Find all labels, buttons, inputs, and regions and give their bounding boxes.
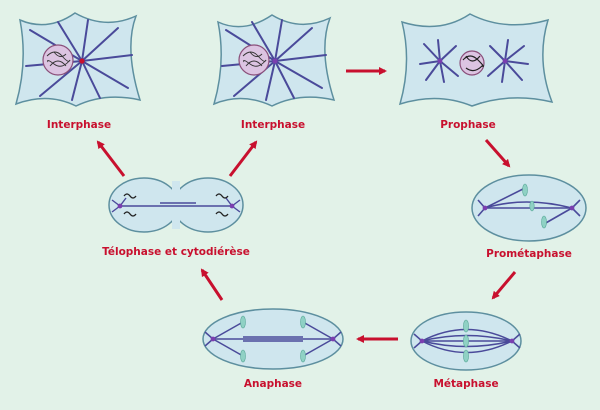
centrosome-right [509,338,515,344]
arrow-prometaphase-to-metaphase [491,271,517,300]
stage-label-interphase-2: Interphase [241,119,305,131]
cleavage-furrow [172,181,180,229]
centrosome-right [569,205,575,211]
chromatin [46,51,71,67]
cycle-arrows [96,67,517,343]
stage-label-interphase-1: Interphase [47,119,111,131]
arrow-telophase-to-interphase-1 [96,140,126,177]
arrow-telophase-to-interphase-2 [228,140,258,177]
centrosome-left [437,58,443,64]
centrosome-right [229,203,235,209]
spindle [204,321,342,357]
decondensing-chromosomes [123,193,229,217]
stage-label-anaphase: Anaphase [244,378,302,390]
aster-left [419,39,459,83]
arrow-prophase-to-prometaphase [484,139,511,168]
chromatids-separating [240,315,306,363]
cell-telophase: Télophase et cytodiérèse [102,177,250,258]
centrosome-left [210,336,216,342]
stage-label-metaphase: Métaphase [433,378,498,390]
cell-prophase: Prophase [398,13,554,131]
stage-label-telophase: Télophase et cytodiérèse [102,246,250,258]
condensing-chromosomes [462,55,484,72]
microtubules [221,19,327,101]
stage-label-prophase: Prophase [440,119,496,131]
chromosomes [522,183,547,229]
chromosomes-metaphase-plate [463,319,469,363]
cell-interphase-1: Interphase [14,12,142,131]
cell-prometaphase: Prométaphase [471,174,587,260]
cell-metaphase: Métaphase [410,311,522,390]
centrosome-left [482,205,488,211]
chromatin [242,51,267,67]
centrosome [272,58,278,64]
cell-interphase-2: Interphase [212,14,336,131]
nucleus [238,44,270,76]
centrosome-left [117,203,123,209]
centrosome [79,58,85,64]
centrosome-left [419,338,425,344]
stage-label-prometaphase: Prométaphase [486,248,572,260]
cell-anaphase: Anaphase [202,308,344,390]
centrosome-right [502,58,508,64]
nucleus [42,44,74,76]
aster-right [487,39,529,83]
arrow-anaphase-to-telophase [200,268,224,301]
centrosome-right [330,336,336,342]
